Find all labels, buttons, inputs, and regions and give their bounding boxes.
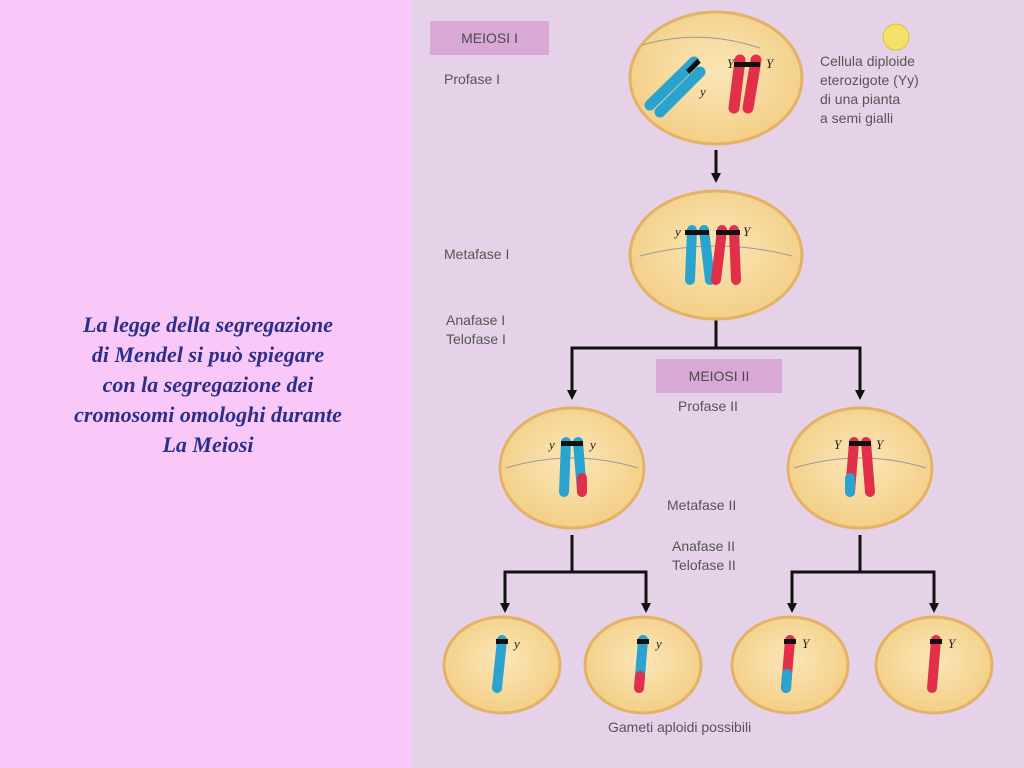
chromosome-red — [845, 437, 875, 497]
cell-metaphase-1: y Y — [628, 189, 804, 321]
allele-label: y — [512, 636, 520, 651]
gamete-2: y — [583, 615, 703, 715]
description-line: Cellula diploide — [820, 53, 915, 69]
allele-label: Y — [834, 437, 843, 452]
cell-metaphase-2-left: y y — [498, 406, 646, 530]
caption-line: con la segregazione dei — [102, 372, 314, 397]
chromosome-red — [728, 54, 762, 114]
chromosome-red — [711, 225, 741, 285]
flow-arrows — [500, 150, 939, 613]
allele-label: Y — [743, 224, 752, 239]
stage-label-telofase-2: Telofase II — [672, 557, 736, 573]
yellow-seed-icon — [882, 23, 910, 51]
gamete-4: Y — [874, 615, 994, 715]
cell-prophase-1: y Y Y — [628, 10, 804, 146]
description-line: a semi gialli — [820, 110, 894, 126]
allele-label: y — [698, 84, 706, 99]
description-line: di una pianta — [820, 91, 901, 107]
stage-label-profase-1: Profase I — [444, 71, 501, 87]
caption-line: cromosomi omologhi durante — [74, 402, 342, 427]
chromosome-blue — [685, 225, 715, 285]
cell-metaphase-2-right: Y Y — [786, 406, 934, 530]
meiosis-diagram: y Y Y y Y y y — [442, 10, 994, 715]
allele-label: y — [654, 636, 662, 651]
chromosome-blue — [644, 56, 706, 118]
allele-label: Y — [727, 56, 736, 71]
gamete-1: y — [442, 615, 562, 715]
stage-label-anafase-telofase-2: Anafase II Telofase II — [672, 537, 736, 575]
caption-line: La Meiosi — [162, 432, 254, 457]
stage-label-metafase-1: Metafase I — [444, 246, 510, 262]
stage-label-anafase-1: Anafase I — [446, 312, 506, 328]
stage-label-profase-2: Profase II — [678, 398, 738, 414]
stage-label-anafase-2: Anafase II — [672, 538, 736, 554]
chromosome-blue — [559, 437, 587, 497]
stage-label-metafase-2: Metafase II — [667, 497, 737, 513]
stage-label-telofase-1: Telofase I — [446, 331, 506, 347]
allele-label: y — [673, 224, 681, 239]
allele-label: Y — [802, 636, 811, 651]
caption-line: di Mendel si può spiegare — [91, 342, 325, 367]
description-line: eterozigote (Yy) — [820, 72, 919, 88]
gamete-3: Y — [730, 615, 850, 715]
allele-label: Y — [766, 56, 775, 71]
meiosi-1-title: MEIOSI I — [430, 21, 549, 55]
cell-description: Cellula diploide eterozigote (Yy) di una… — [820, 52, 919, 128]
allele-label: Y — [948, 636, 957, 651]
allele-label: y — [547, 437, 555, 452]
gametes-label: Gameti aploidi possibili — [608, 719, 752, 735]
allele-label: y — [588, 437, 596, 452]
slide-caption: La legge della segregazione di Mendel si… — [4, 310, 412, 460]
allele-label: Y — [876, 437, 885, 452]
stage-label-anafase-telofase-1: Anafase I Telofase I — [446, 311, 506, 349]
caption-line: La legge della segregazione — [83, 312, 333, 337]
meiosi-2-title: MEIOSI II — [656, 359, 782, 393]
